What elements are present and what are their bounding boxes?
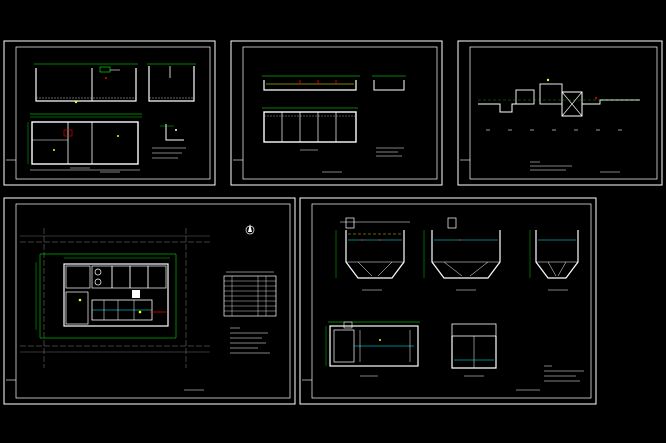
hopper-section-1: [335, 217, 410, 291]
process-notes: [530, 161, 572, 171]
sedimentation-notes: [544, 365, 584, 382]
sheet-frame: [3, 197, 296, 405]
sheet-inner-frame: [15, 46, 211, 180]
filter-elevation: [262, 75, 406, 91]
filter-notes: [376, 147, 404, 157]
sheet-inner-frame: [311, 203, 592, 399]
site-building: [63, 263, 169, 327]
sheet-inner-frame: [15, 203, 291, 399]
process-flow-sheet: [457, 40, 663, 186]
tank-plan-view: [27, 113, 142, 171]
sheet-inner-frame: [242, 46, 438, 180]
hopper-section-2: [423, 217, 501, 291]
sheet-frame: [299, 197, 597, 405]
sheet-inner-frame: [469, 46, 658, 180]
pump-room-section: [451, 323, 497, 377]
hopper-section-3: [529, 230, 579, 291]
sedimentation-plan: [325, 321, 420, 377]
site-notes: [230, 327, 270, 354]
process-profile: [478, 78, 640, 117]
tank-elevation-left: [34, 63, 138, 104]
north-arrow-icon: [245, 224, 255, 235]
grid-axes: [20, 228, 210, 368]
tank-elevation-right: [147, 63, 196, 102]
filter-section-sheet: [230, 40, 443, 186]
sedimentation-detail-sheet: [299, 197, 597, 405]
sheet-frame: [457, 40, 663, 186]
legend-table: [223, 271, 277, 317]
site-dimensions: [35, 253, 177, 339]
site-plan-sheet: [3, 197, 296, 405]
wall-detail: [152, 124, 186, 159]
sheet-frame: [230, 40, 443, 186]
tank-plan-sheet: [3, 40, 216, 186]
sheet-frame: [3, 40, 216, 186]
filter-plan: [262, 107, 358, 151]
